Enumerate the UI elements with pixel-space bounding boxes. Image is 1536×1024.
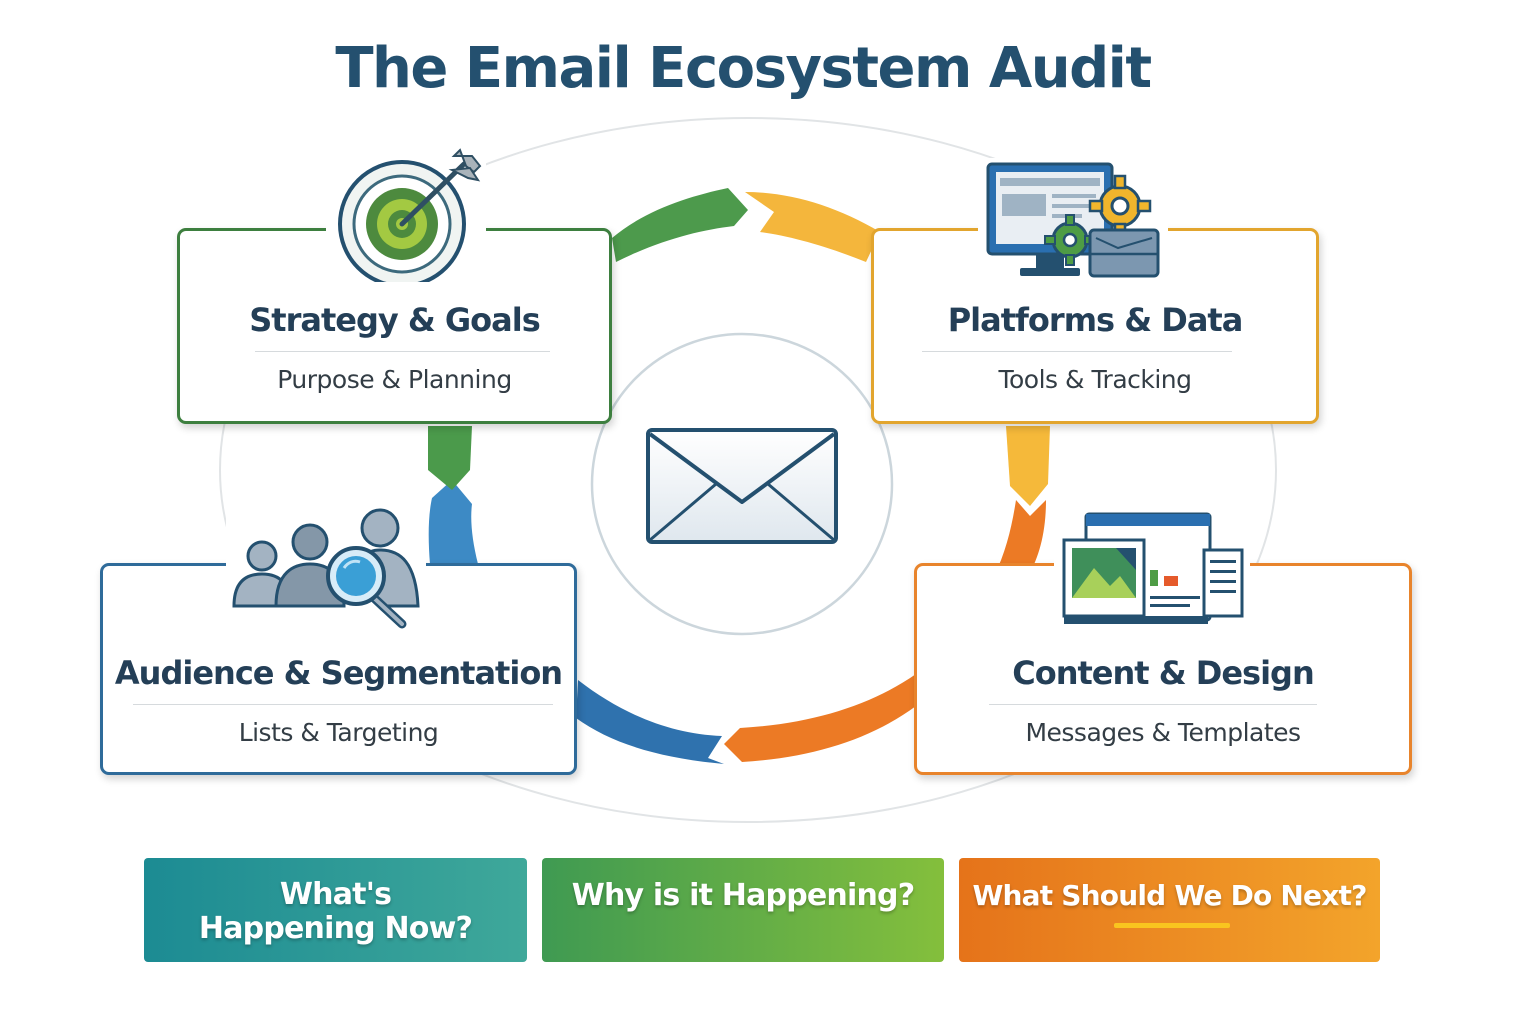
arrow-audience-to-strategy-top: [428, 426, 472, 490]
question-label: Why is it Happening?: [571, 878, 915, 913]
arrow-content-to-audience: [724, 674, 916, 762]
page-title: The Email Ecosystem Audit: [335, 36, 1152, 101]
card-title: Platforms & Data: [947, 301, 1244, 339]
card-title: Strategy & Goals: [249, 301, 541, 339]
card-subtitle: Messages & Templates: [1025, 718, 1301, 747]
question-underline: [1114, 923, 1230, 928]
arrow-into-platforms: [745, 192, 880, 262]
card-divider: [922, 351, 1232, 352]
card-content: Content & Design Messages & Templates: [914, 563, 1412, 775]
outer-ring: [219, 117, 1277, 823]
question-what-should-we-do-next[interactable]: What Should We Do Next?: [959, 858, 1380, 962]
card-subtitle: Tools & Tracking: [998, 365, 1192, 394]
target-icon: [326, 148, 486, 282]
question-label: What's Happening Now?: [198, 877, 473, 946]
arrow-platforms-to-content-bottom: [994, 500, 1046, 576]
card-title: Content & Design: [1012, 654, 1314, 692]
arrow-strategy-to-platforms: [612, 188, 748, 262]
question-label: What Should We Do Next?: [972, 879, 1367, 912]
card-subtitle: Lists & Targeting: [238, 718, 439, 747]
card-title: Audience & Segmentation: [114, 654, 563, 692]
card-divider: [133, 704, 553, 705]
people-search-icon: [226, 504, 426, 630]
arrow-platforms-to-content-top: [1006, 426, 1050, 506]
inner-ring: [590, 332, 894, 636]
arrow-audience-to-strategy-bottom: [428, 480, 478, 564]
question-whats-happening-now[interactable]: What's Happening Now?: [144, 858, 527, 962]
card-divider: [255, 351, 550, 352]
arrow-audience-back: [576, 680, 724, 764]
envelope-icon: [646, 428, 838, 544]
question-why-is-it-happening[interactable]: Why is it Happening?: [542, 858, 944, 962]
computer-gears-icon: [978, 158, 1168, 286]
templates-icon: [1054, 506, 1250, 632]
card-subtitle: Purpose & Planning: [277, 365, 512, 394]
card-divider: [989, 704, 1317, 705]
